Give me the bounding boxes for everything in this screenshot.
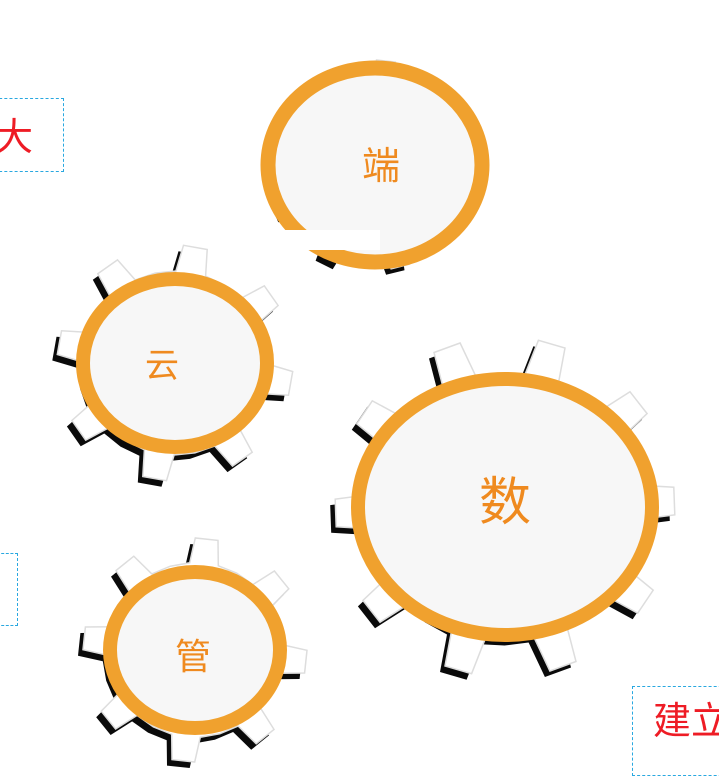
note-bottom-right-line1: 建立 [653, 699, 719, 743]
gear-yun-ring [76, 272, 274, 454]
gear-guan-shape [78, 537, 308, 768]
gear-shu: 数 [300, 295, 719, 695]
gear-yun: 云 [0, 225, 330, 495]
gear-guan-ring [103, 565, 287, 735]
gear-shu-ring [351, 372, 659, 642]
gear-duan: 端 [200, 10, 550, 310]
gear-shu-shape [330, 339, 676, 680]
gear-duan-label: 端 [361, 143, 400, 188]
note-top-left-text: 大 [0, 115, 33, 159]
gear-guan-label: 管 [174, 636, 211, 678]
gear-shu-label: 数 [478, 472, 531, 533]
gear-duan-overlap-mask [260, 230, 380, 250]
note-top-left: 大 [0, 98, 64, 172]
note-bottom-right: 建立 [632, 686, 719, 776]
gear-duan-shape [260, 59, 490, 275]
gear-yun-label: 云 [145, 345, 179, 386]
gear-yun-shape [52, 244, 294, 487]
note-middle-left [0, 553, 18, 626]
gear-guan: 管 [45, 535, 345, 768]
gear-duan-ring [260, 60, 490, 270]
